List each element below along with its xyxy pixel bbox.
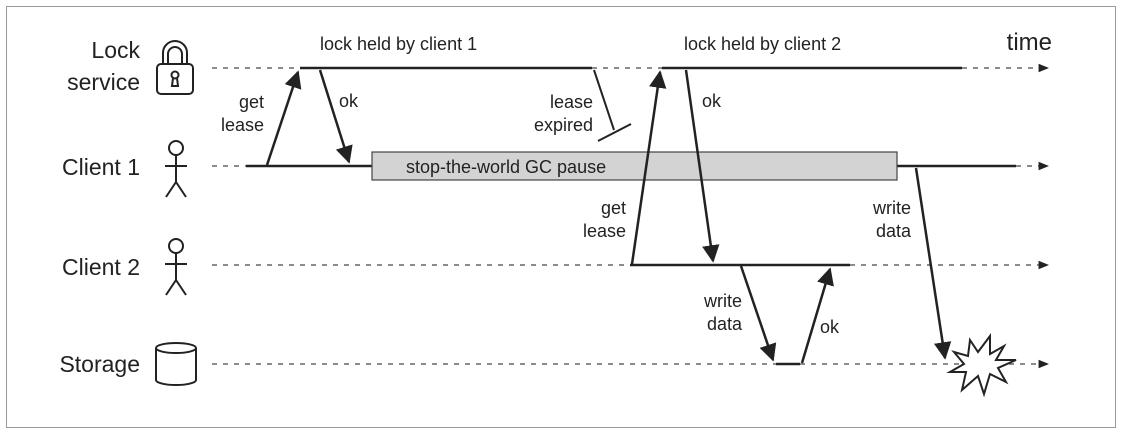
ok-1-arrow [318, 69, 353, 164]
get-lease-2-arrow [630, 70, 667, 265]
lane-label-storage: Storage [59, 351, 140, 377]
database-cylinder-icon [155, 342, 197, 386]
lease-expired-cross [597, 123, 632, 142]
get-lease-1-label-line1: get [239, 92, 264, 112]
ok-storage-arrow [800, 267, 834, 364]
write-data-1-arrow [914, 167, 952, 360]
write-data-1-label-line2: data [876, 221, 912, 241]
write-data-1-label-line1: write [872, 198, 911, 218]
write-data-2-arrow [739, 265, 777, 362]
get-lease-1-arrow [265, 70, 302, 166]
lane-label-client1: Client 1 [62, 154, 140, 180]
ok-2-arrow [684, 69, 720, 263]
lease-expired-line [593, 69, 615, 131]
stick-figure-icon-client2 [165, 238, 187, 296]
stick-figure-icon-client1 [165, 140, 187, 198]
ok-storage-label: ok [820, 317, 840, 337]
lease-expired-label-line2: expired [534, 115, 593, 135]
ok-2-label: ok [702, 91, 722, 111]
lock-held-client2-label: lock held by client 2 [684, 34, 841, 54]
lock-held-client1-label: lock held by client 1 [320, 34, 477, 54]
write-data-2-label-line1: write [703, 291, 742, 311]
ok-1-label: ok [339, 91, 359, 111]
get-lease-2-label-line2: lease [583, 221, 626, 241]
lane-label-client2: Client 2 [62, 254, 140, 280]
gc-pause-box [371, 151, 898, 181]
write-data-2-label-line2: data [707, 314, 743, 334]
get-lease-1-label-line2: lease [221, 115, 264, 135]
gc-pause-label: stop-the-world GC pause [406, 157, 606, 177]
diagram-frame [6, 6, 1116, 428]
explosion-burst-icon [946, 333, 1017, 398]
get-lease-2-label-line1: get [601, 198, 626, 218]
lane-label-lock-service-line2: service [67, 69, 140, 95]
lease-expired-label-line1: lease [550, 92, 593, 112]
lane-label-lock-service-line1: Lock [91, 37, 140, 63]
padlock-icon [156, 40, 194, 95]
time-axis-label: time [1007, 29, 1052, 56]
